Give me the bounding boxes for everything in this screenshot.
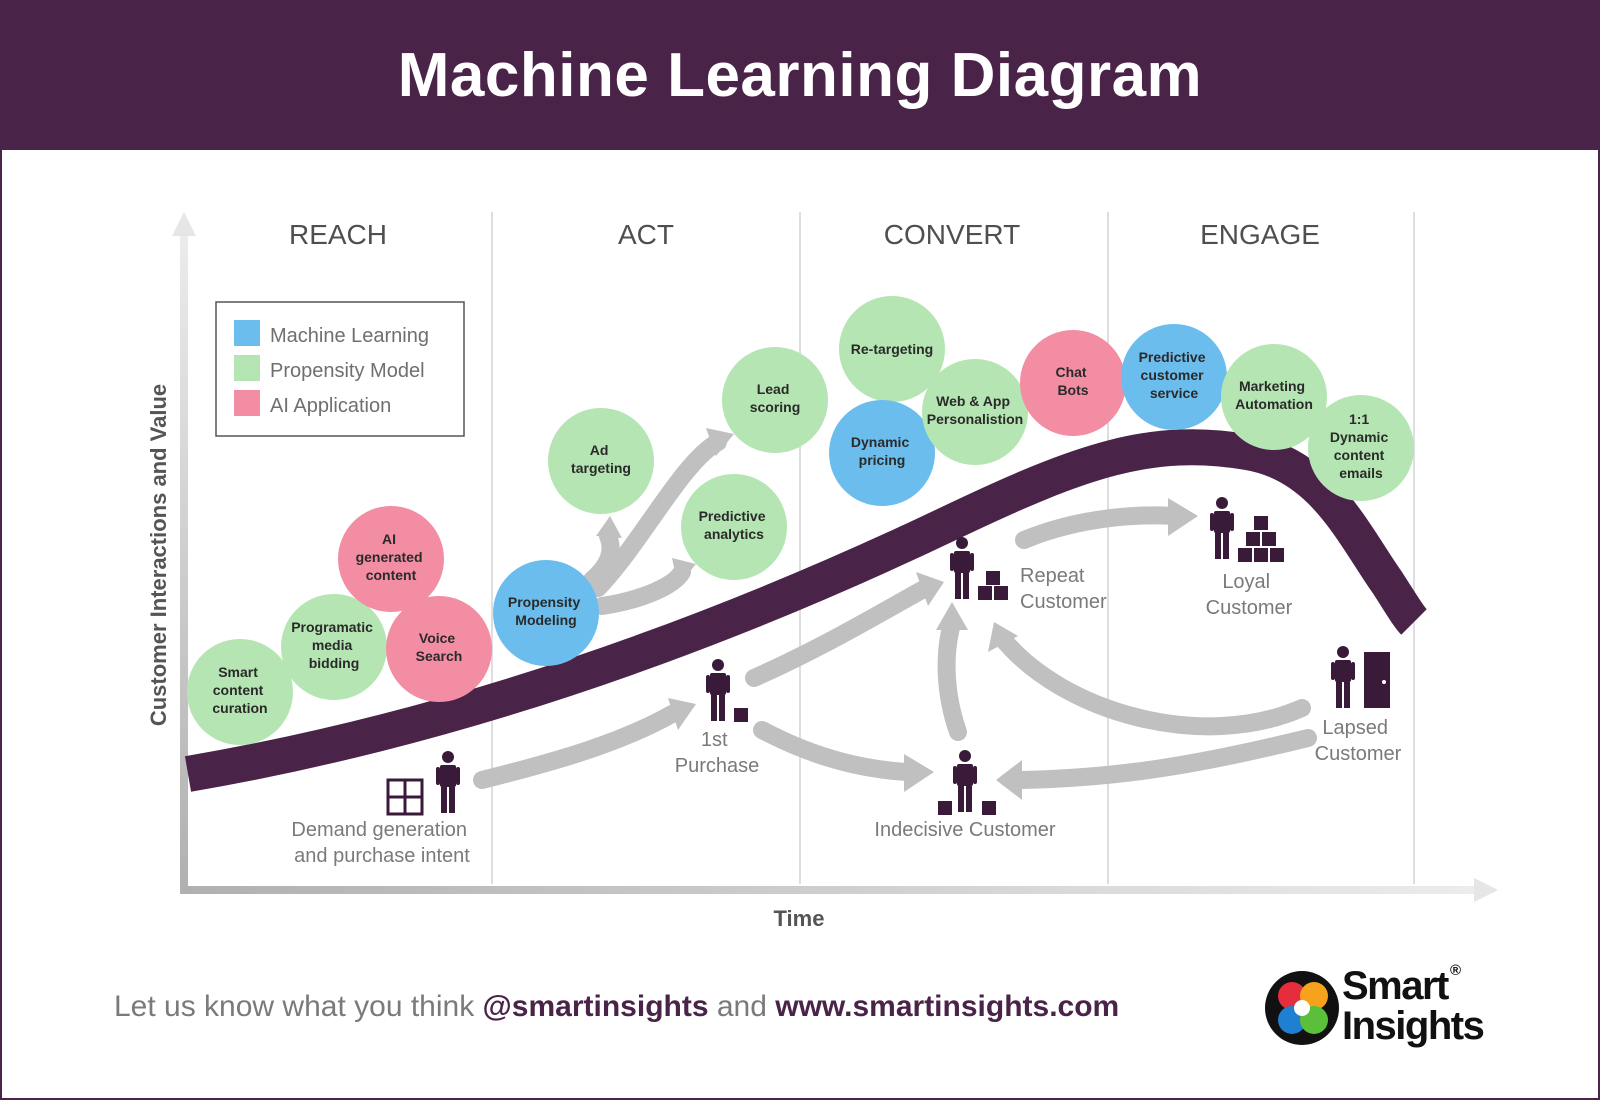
bubble-propensity-modeling [493, 560, 599, 666]
stage-act: ACT [618, 219, 674, 250]
svg-text:AI generated c: AI generated content [356, 531, 427, 583]
person-boxes-icon [938, 750, 996, 815]
svg-text:Web & App Personalisti: Web & App Personalistion [927, 393, 1023, 427]
svg-text:Chat Bots: Chat Bots [1055, 364, 1090, 398]
twitter-handle-link[interactable]: @smartinsights [482, 990, 709, 1023]
legend-label-ai-application: AI Application [270, 395, 391, 417]
stage-reach: REACH [289, 219, 387, 250]
registered-mark: ® [1450, 962, 1462, 979]
legend-label-machine-learning: Machine Learning [270, 325, 429, 347]
bubble-programatic-media-bidding [281, 594, 387, 700]
y-axis [172, 212, 196, 894]
bubble-predictive-customer-service [1121, 324, 1227, 430]
arrow-lapsed-to-repeat [993, 629, 1311, 736]
bubble-dynamic-content-emails [1308, 395, 1414, 501]
label-demand-generation: Demand generation and purchase intent [291, 819, 472, 867]
svg-text:Marketing Automation: Marketing Automation [1235, 378, 1313, 412]
footer-message: Let us know what you think @smartinsight… [114, 990, 1119, 1024]
svg-text:Smart content: Smart content curation [212, 664, 267, 716]
label-lapsed-customer: Lapsed Customer [1315, 717, 1402, 765]
arrow-first-to-indecisive [753, 721, 917, 781]
bubble-chat-bots [1020, 330, 1126, 436]
bubble-dynamic-pricing [829, 400, 935, 506]
bubble-lead-scoring [722, 347, 828, 453]
svg-text:Programatic media: Programatic media bidding [291, 619, 377, 671]
svg-text:1:1 Dynamic co: 1:1 Dynamic content emails [1330, 411, 1392, 481]
bubble-re-targeting [839, 296, 945, 402]
label-indecisive-customer: Indecisive Customer [874, 819, 1056, 841]
legend-swatch-propensity-model [234, 355, 260, 381]
person-boxes-icon [950, 537, 1008, 600]
legend: Machine Learning Propensity Model AI App… [215, 301, 465, 437]
bubbles: Smart content curation Programatic media… [187, 296, 1414, 745]
stage-engage: ENGAGE [1200, 219, 1320, 250]
svg-text:Predictive customer: Predictive customer service [1139, 349, 1210, 401]
customer-value-curve [184, 429, 1428, 792]
bubble-web-app-personalistion [922, 359, 1028, 465]
person-window-icon [386, 751, 460, 816]
label-first-purchase: 1st Purchase [675, 729, 760, 777]
arrow-propensity-to-ad [583, 527, 620, 589]
logo-mark-icon [1265, 971, 1339, 1045]
page-title: Machine Learning Diagram [397, 41, 1203, 110]
bubble-voice-search [386, 596, 492, 702]
arrow-repeat-to-loyal [1015, 506, 1183, 549]
legend-label-propensity-model: Propensity Model [270, 360, 425, 382]
svg-text:Voice Search: Voice Search [416, 630, 463, 664]
smart-insights-logo: Smart Insights ® [1264, 958, 1494, 1058]
arrow-heads [596, 428, 1198, 800]
x-axis [180, 878, 1498, 902]
legend-swatch-ai-application [234, 390, 260, 416]
arrow-first-to-repeat [745, 581, 931, 687]
legend-swatch-machine-learning [234, 320, 260, 346]
bubble-ai-generated-content [338, 506, 444, 612]
svg-text:Propensity Modeling: Propensity Modeling [508, 594, 584, 628]
logo-word-insights: Insights [1342, 1004, 1485, 1048]
bubble-marketing-automation [1221, 344, 1327, 450]
header-banner: Machine Learning Diagram [2, 2, 1598, 150]
bubble-predictive-analytics [681, 474, 787, 580]
website-link[interactable]: www.smartinsights.com [775, 990, 1120, 1023]
person-door-icon [1331, 646, 1390, 708]
svg-text:Re-targeting: Re-targeting [851, 341, 933, 357]
bubble-smart-content-curation [187, 639, 293, 745]
footer-middle: and [708, 990, 776, 1023]
stage-convert: CONVERT [884, 219, 1020, 250]
footer-prefix: Let us know what you think [114, 990, 483, 1023]
arrow-demand-to-first [473, 705, 681, 789]
y-axis-label: Customer Interactions and Value [146, 384, 171, 726]
journey-arrows [473, 433, 1317, 789]
label-loyal-customer: Loyal Customer [1206, 571, 1293, 619]
svg-text:Dynamic pricing: Dynamic pricing [851, 434, 913, 468]
bubble-ad-targeting [548, 408, 654, 514]
arrow-indecisive-to-repeat [937, 615, 967, 741]
logo-word-smart: Smart [1342, 964, 1449, 1008]
arrow-lapsed-to-indecisive [1011, 729, 1317, 789]
person-box-icon [706, 659, 748, 722]
x-axis-label: Time [774, 906, 825, 931]
svg-text:Predictive analytics: Predictive analytics [699, 508, 770, 542]
svg-text:Ad targeting: Ad targeting [571, 442, 631, 476]
arrow-propensity-to-lead [589, 433, 727, 597]
svg-text:Lead scoring: Lead scoring [750, 381, 801, 415]
person-stack-icon [1210, 497, 1284, 562]
label-repeat-customer: Repeat Customer [1020, 565, 1107, 613]
